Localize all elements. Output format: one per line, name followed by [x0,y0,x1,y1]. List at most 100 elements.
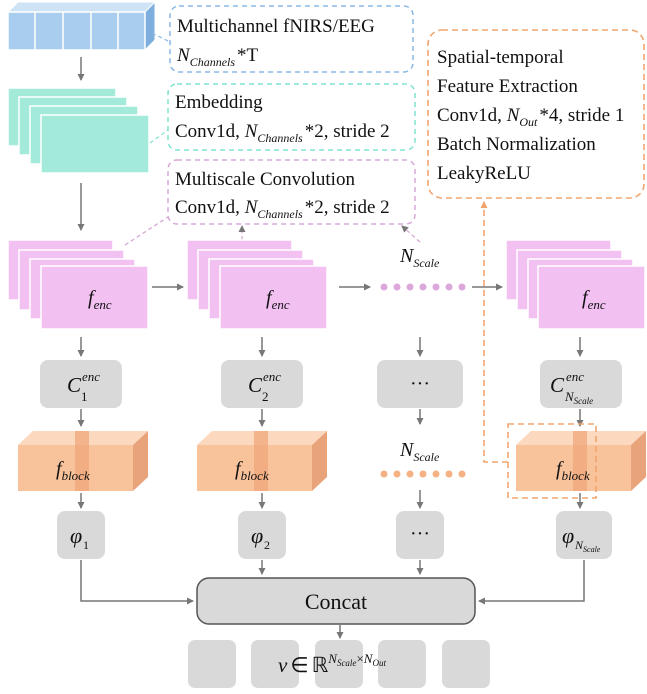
c-box-n: C enc NScale [540,360,622,408]
fenc-f: f [582,287,590,309]
fblock-f: f [56,458,64,480]
c-subscript: 2 [262,389,269,404]
c-box-ellipsis: ··· [377,360,463,408]
svg-text:fblock: fblock [235,458,269,483]
concat-box: Concat [196,577,476,625]
svg-text:fblock: fblock [56,458,90,483]
svg-text:fblock: fblock [556,458,590,483]
fenc-sub: enc [272,297,290,312]
channels-subscript: Channels [257,207,303,221]
c-box-1: C enc 1 [40,360,122,408]
phi-box-2: φ 2 [238,511,286,559]
svg-text:NChannels*T: NChannels*T [176,45,259,69]
ellipsis: ··· [410,373,430,395]
spatial-temporal-box: Spatial-temporal Feature Extraction Conv… [427,29,645,199]
phi-box-ellipsis: ··· [396,511,444,559]
svg-text:Conv1d, NChannels*2, stride 2: Conv1d, NChannels*2, stride 2 [175,121,390,145]
dim-s2: Out [372,658,386,668]
conv-params: *2, stride 2 [305,121,390,142]
n-symbol: N [176,45,191,66]
n-symbol: N [244,197,259,218]
phi-symbol: φ [562,523,574,548]
phi-subscript: 2 [264,538,270,552]
embedding-stack [7,87,150,174]
input-title: Multichannel fNIRS/EEG [177,16,375,37]
spatial-title-1: Spatial-temporal [437,47,564,68]
fblock-1: fblock [18,431,148,491]
fblock-2: fblock [197,431,327,491]
phi-symbol: φ [70,523,82,548]
out-subscript: Out [519,115,538,129]
svg-text:NScale: NScale [399,245,440,270]
concat-label: Concat [305,589,367,614]
orange-dots [380,470,466,478]
phi-box-1: φ 1 [57,511,105,559]
channels-subscript: Channels [190,55,236,69]
fenc-stack-n: fenc [505,239,646,330]
phi-sub-n: N [574,538,584,552]
nscale-n: N [399,439,415,461]
spatial-title-2: Feature Extraction [437,76,578,97]
fenc-f: f [266,287,274,309]
svg-text:NScale: NScale [574,538,601,554]
fenc-sub: enc [588,297,606,312]
c-sub-n: N [564,389,575,404]
input-dims: *T [237,45,259,66]
input-description-box: Multichannel fNIRS/EEG NChannels*T [151,5,414,73]
c-sub-scale: Scale [574,396,594,406]
ellipsis: ··· [410,523,430,545]
fenc-stack-2: fenc [186,239,328,330]
multiscale-box: Multiscale Convolution Conv1d, NChannels… [167,159,416,225]
svg-text:Conv1d, NOut*4, stride 1: Conv1d, NOut*4, stride 1 [437,105,624,129]
n-symbol: N [244,121,259,142]
n-symbol: N [506,105,521,126]
phi-symbol: φ [251,523,263,548]
fblock-f: f [235,458,243,480]
v-symbol: v [278,653,288,677]
arrow [478,560,585,605]
phi-subscript: 1 [83,538,89,552]
phi-box-n: φ NScale [556,511,612,559]
c-symbol: C [550,373,565,397]
batch-norm-label: Batch Normalization [437,134,596,155]
conv-prefix: Conv1d, [175,121,245,142]
block-highlight [507,423,597,499]
nscale-sub: Scale [413,256,440,270]
svg-text:fenc: fenc [582,287,606,312]
output-label: v∈ℝNScale×NOut [278,651,386,677]
dim-n2: N [363,651,374,666]
conv-params: *4, stride 1 [539,105,624,126]
svg-text:NScale: NScale [564,389,593,406]
fblock-sub: block [562,468,590,483]
dim-n1: N [327,651,338,666]
c-superscript: enc [566,369,584,384]
times-symbol: × [356,651,363,666]
conv-params: *2, stride 2 [305,197,390,218]
channels-subscript: Channels [257,131,303,145]
in-symbol: ∈ [290,653,308,677]
fblock-sub: block [241,468,269,483]
svg-text:fenc: fenc [266,287,290,312]
arrow [80,560,194,605]
embedding-title: Embedding [175,92,263,113]
nscale-n: N [399,245,415,267]
pink-dots [380,283,466,291]
c-box-2: C enc 2 [221,360,303,408]
conv-prefix: Conv1d, [175,197,245,218]
input-tensor [6,0,157,52]
leakyrelu-label: LeakyReLU [437,163,531,184]
multiscale-title: Multiscale Convolution [175,169,355,190]
output-vectors [188,640,490,688]
dim-s1: Scale [337,658,357,668]
dashed-link [401,225,421,243]
conv-prefix: Conv1d, [437,105,507,126]
fblock-f: f [556,458,564,480]
c-symbol: C [248,373,263,397]
svg-text:fenc: fenc [88,287,112,312]
fenc-sub: enc [94,297,112,312]
c-superscript: enc [263,369,281,384]
dashed-link [480,201,508,463]
c-subscript: 1 [81,389,88,404]
fblock-n: fblock [516,431,646,491]
svg-text:Conv1d, NChannels*2, stride 2: Conv1d, NChannels*2, stride 2 [175,197,390,221]
